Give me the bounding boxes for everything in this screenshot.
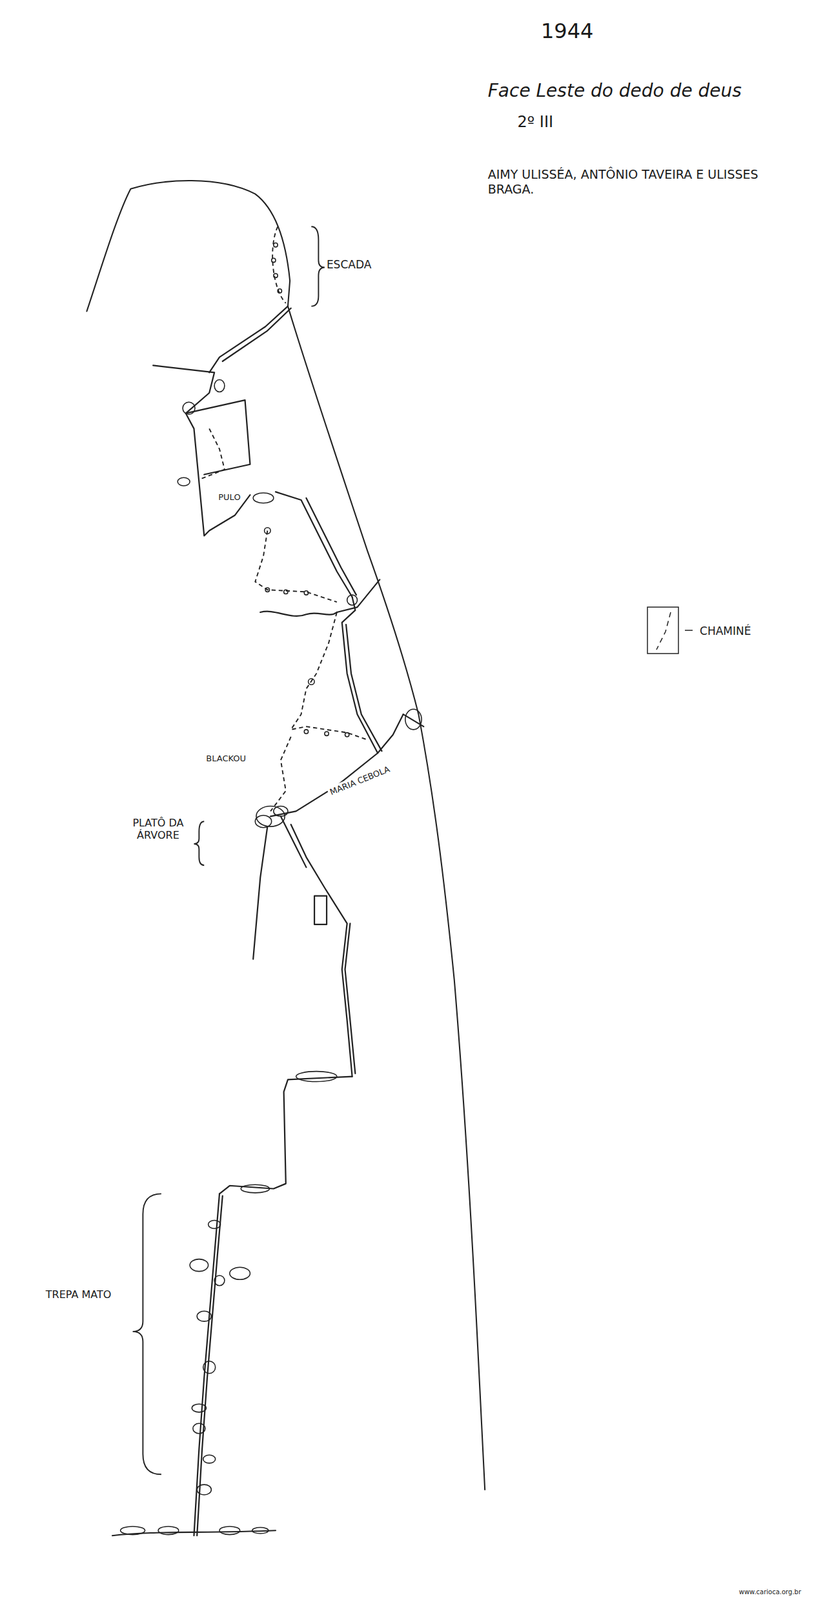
bush-scribble xyxy=(405,709,422,731)
section-name: PLATÔ DA ÁRVORE xyxy=(120,816,197,843)
bush-scribble xyxy=(193,1423,206,1435)
route-line xyxy=(336,579,380,613)
section-name: MARIA CEBOLA xyxy=(326,762,394,800)
route-title: Face Leste do dedo de deus xyxy=(486,79,744,103)
route-line xyxy=(152,365,250,536)
bush-scribble xyxy=(296,1072,337,1083)
bush-scribble xyxy=(229,1267,251,1281)
bush-scribble xyxy=(158,1527,179,1536)
bush-scribble xyxy=(208,1221,221,1230)
bracket xyxy=(311,226,325,306)
chimney-symbol xyxy=(656,612,671,651)
legend-entry: CHAMINÉ xyxy=(646,606,753,657)
route-line xyxy=(196,1196,223,1537)
chimney-symbol xyxy=(647,607,679,654)
route-line xyxy=(314,896,327,926)
route-line xyxy=(345,923,356,1074)
bush-scribble xyxy=(273,243,278,248)
bush-scribble xyxy=(345,733,350,738)
traverse-dashed xyxy=(254,531,337,603)
bush-scribble xyxy=(214,379,225,392)
bush-scribble xyxy=(189,1260,208,1273)
route-line xyxy=(342,597,378,754)
route-line xyxy=(193,1194,220,1537)
section-name: PULO xyxy=(216,491,243,504)
bush-scribble xyxy=(273,273,278,278)
watermark: www.carioca.org.br xyxy=(737,1588,804,1598)
route-line xyxy=(185,400,251,475)
bush-scribble xyxy=(203,1455,216,1465)
bush-scribble xyxy=(196,1311,212,1323)
bush-scribble xyxy=(203,1362,216,1375)
bush-scribble xyxy=(271,258,276,263)
bush-scribble xyxy=(253,493,274,504)
section-name: TREPA MATO xyxy=(40,1288,117,1302)
grade: 2º III xyxy=(515,112,556,133)
legend-text: CHAMINÉ xyxy=(697,624,753,639)
bush-scribble xyxy=(182,402,195,415)
bush-scribble xyxy=(214,1276,225,1287)
bracket xyxy=(132,1194,162,1475)
route-line xyxy=(345,624,382,752)
route-line xyxy=(209,306,288,374)
bush-scribble xyxy=(120,243,423,1536)
year: 1944 xyxy=(539,18,596,44)
section-name: ESCADA xyxy=(324,257,374,272)
bush-scribble xyxy=(277,289,282,294)
route-line xyxy=(280,816,307,868)
bush-scribble xyxy=(265,588,270,592)
bracket xyxy=(132,226,325,1475)
traverse-dashed xyxy=(291,612,368,741)
route-line xyxy=(291,824,353,1078)
bush-scribble xyxy=(252,1528,269,1535)
rock-outline xyxy=(86,180,485,1537)
traverse-dashed xyxy=(270,737,292,812)
route-line xyxy=(270,714,404,817)
bush-scribble xyxy=(196,1485,212,1496)
bush-scribble xyxy=(120,1527,146,1536)
route-line xyxy=(253,826,268,960)
bush-scribble xyxy=(219,1527,241,1536)
bush-scribble xyxy=(347,595,358,606)
traverse-dashed xyxy=(198,226,368,812)
route-line xyxy=(260,611,337,617)
traverse-dashed xyxy=(198,428,225,480)
bush-scribble xyxy=(254,815,272,829)
rock-outline xyxy=(86,180,290,312)
route-line xyxy=(152,306,424,1537)
traverse-dashed xyxy=(272,226,286,304)
bush-scribble xyxy=(304,591,308,596)
bush-scribble xyxy=(191,1404,206,1414)
bush-scribble xyxy=(324,732,329,736)
route-line xyxy=(275,491,353,598)
first-ascent: AIMY ULISSÉA, ANTÔNIO TAVEIRA E ULISSES … xyxy=(486,166,807,198)
legend-dash xyxy=(684,630,693,632)
rock-outline xyxy=(287,306,485,1491)
bush-scribble xyxy=(264,528,271,534)
bush-scribble xyxy=(304,730,308,734)
bush-scribble xyxy=(273,806,288,817)
route-line xyxy=(222,308,292,362)
route-line xyxy=(305,498,356,596)
bush-scribble xyxy=(308,679,315,685)
bush-scribble xyxy=(284,589,288,594)
legend-swatch xyxy=(646,606,696,657)
section-name: BLACKOU xyxy=(203,753,248,765)
route-line xyxy=(219,1077,353,1195)
bush-scribble xyxy=(177,477,190,487)
bush-scribble xyxy=(240,1185,270,1194)
